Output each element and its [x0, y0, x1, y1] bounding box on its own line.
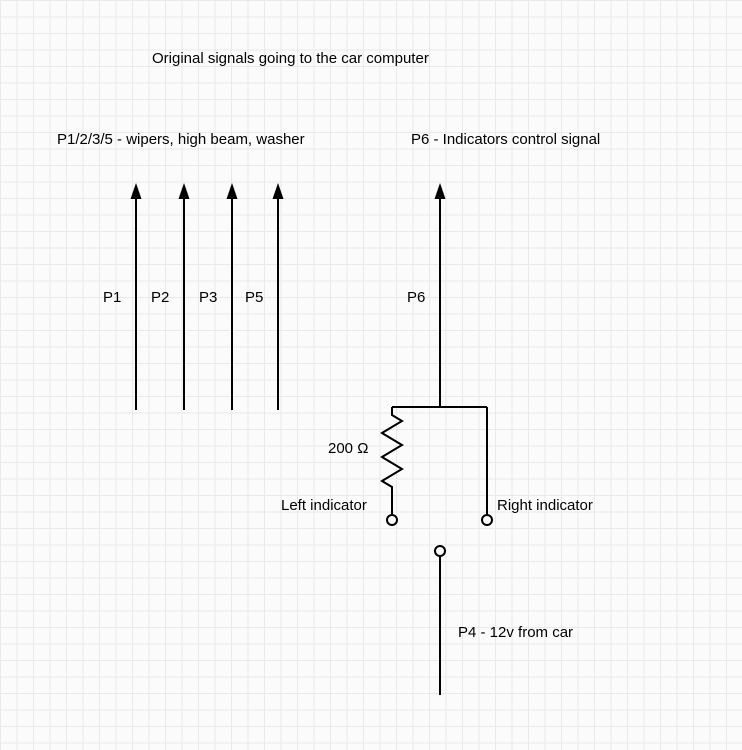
- signal-label-p3: P3: [199, 289, 218, 306]
- arrow-p2: [178, 183, 190, 410]
- diagram-title: Original signals going to the car comput…: [152, 50, 429, 67]
- p4-terminal: [434, 545, 446, 557]
- arrow-p5: [272, 183, 284, 410]
- right-indicator-label: Right indicator: [497, 497, 593, 514]
- signal-label-p5: P5: [245, 289, 264, 306]
- resistor-200-ohm: [380, 407, 404, 514]
- arrow-p1: [130, 183, 142, 410]
- signal-label-p6: P6: [407, 289, 426, 306]
- resistor-value-label: 200 Ω: [328, 440, 369, 457]
- left-indicator-label: Left indicator: [281, 497, 367, 514]
- signal-label-p1: P1: [103, 289, 122, 306]
- signal-label-p2: P2: [151, 289, 170, 306]
- p4-label: P4 - 12v from car: [458, 624, 574, 641]
- left-indicator-terminal: [386, 514, 398, 526]
- left-group-label: P1/2/3/5 - wipers, high beam, washer: [57, 131, 305, 148]
- arrow-p3: [226, 183, 238, 410]
- right-group-label: P6 - Indicators control signal: [411, 131, 601, 148]
- right-indicator-terminal: [481, 514, 493, 526]
- arrow-p6: [434, 183, 446, 407]
